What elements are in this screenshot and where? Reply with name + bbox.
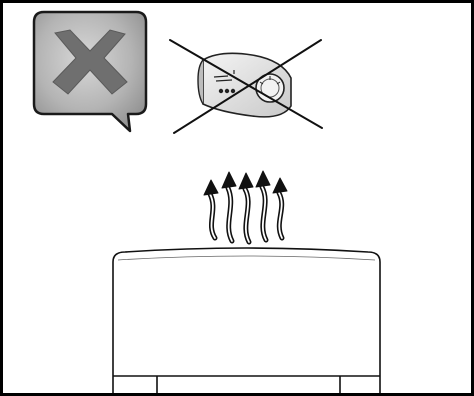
prohibited-callout [34,12,146,131]
callout-bubble [34,12,146,131]
